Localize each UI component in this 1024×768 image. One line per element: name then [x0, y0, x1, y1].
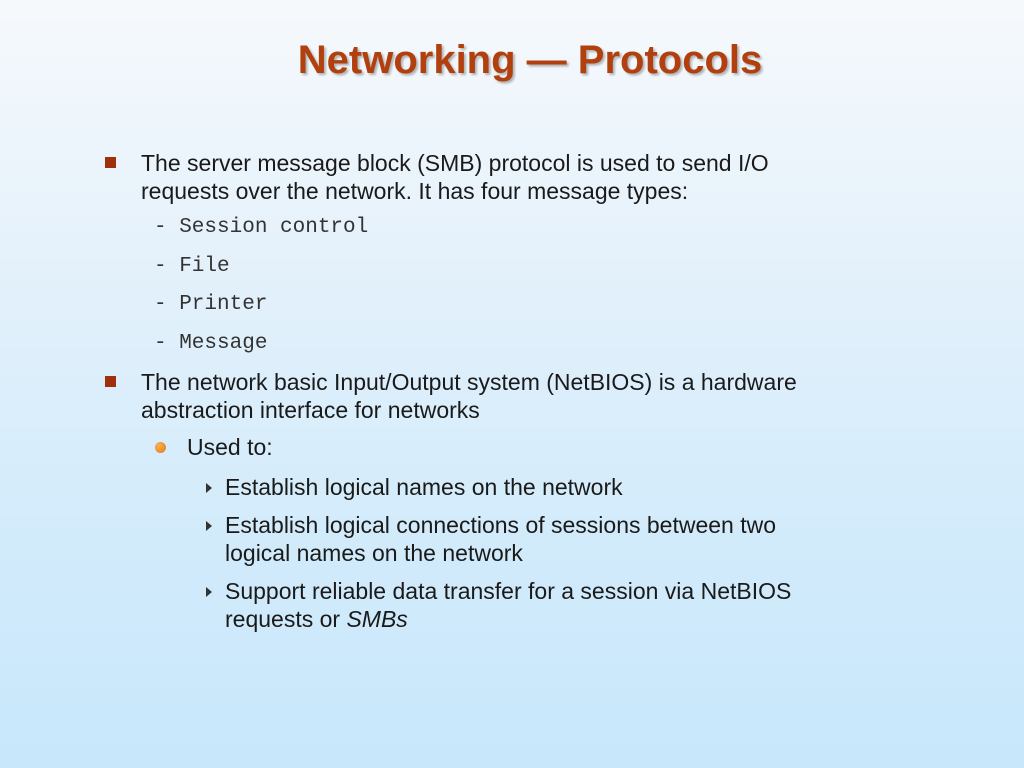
smb-text-line-1: The server message block (SMB) protocol … — [141, 150, 769, 176]
smb-text-line-2: requests over the network. It has four m… — [141, 178, 689, 204]
netbios-text-line-1: The network basic Input/Output system (N… — [141, 369, 797, 395]
use-item-3-line-2: requests or SMBs — [225, 605, 408, 633]
used-to-label: Used to: — [187, 434, 273, 460]
use-item-3-prefix: requests or — [225, 606, 347, 632]
use-item-2-line-2: logical names on the network — [225, 540, 523, 566]
square-bullet-icon — [105, 376, 116, 387]
message-type-item: - Session control — [154, 216, 369, 239]
smbs-emphasis: SMBs — [346, 606, 408, 632]
arrow-right-icon — [206, 587, 212, 597]
message-type-item: - Printer — [154, 293, 268, 316]
arrow-right-icon — [206, 521, 212, 531]
use-item-2-line-1: Establish logical connections of session… — [225, 512, 777, 538]
message-type-item: - Message — [154, 332, 268, 355]
message-type-item: - File — [154, 255, 230, 278]
netbios-text-line-2: abstraction interface for networks — [141, 397, 480, 423]
use-item-1: Establish logical names on the network — [225, 474, 623, 500]
square-bullet-icon — [105, 157, 116, 168]
round-bullet-icon — [155, 442, 166, 453]
arrow-right-icon — [206, 483, 212, 493]
use-item-3-line-1: Support reliable data transfer for a ses… — [225, 578, 792, 604]
slide-title: Networking — Protocols — [297, 38, 763, 82]
